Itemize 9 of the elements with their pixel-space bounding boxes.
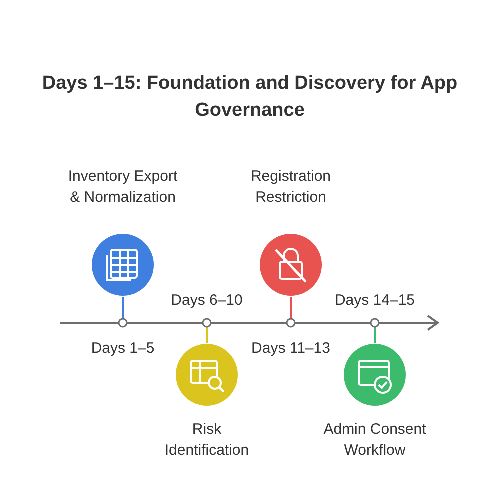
title: Days 1–15: Foundation and Discovery for App Governance <box>41 72 459 123</box>
milestone-label: Inventory Export & Normalization <box>68 167 178 208</box>
date-range-label: Days 6–10 <box>170 291 244 311</box>
date-range-label: Days 11–13 <box>250 339 332 359</box>
milestone-label: Risk Identification <box>164 420 250 461</box>
milestone-label: Registration Restriction <box>250 167 332 208</box>
date-range-label: Days 14–15 <box>334 291 416 311</box>
milestone-label: Admin Consent Workflow <box>322 420 428 461</box>
date-range-label: Days 1–5 <box>90 339 156 359</box>
